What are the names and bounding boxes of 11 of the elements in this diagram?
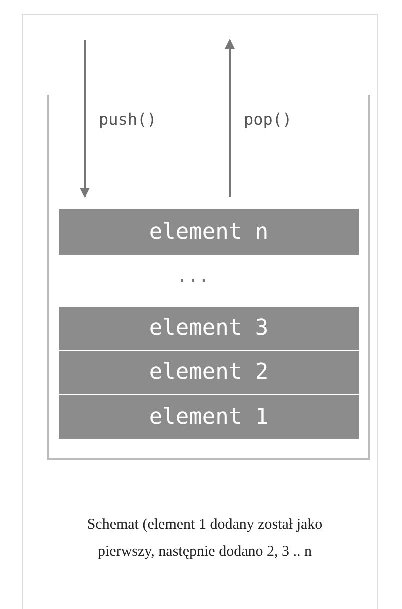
stack-element: element n: [59, 209, 359, 255]
ellipsis-text: ...: [177, 266, 210, 287]
stack-element: element 3: [59, 307, 359, 350]
arrow: [80, 40, 90, 198]
arrow: [225, 39, 235, 197]
edge-label: push(): [99, 110, 157, 129]
caption: Schemat (element 1 dodany został jako pierwszy, następnie dodano 2, 3 .. n: [86, 516, 324, 562]
edge-label: pop(): [244, 110, 292, 129]
stack-element: element 2: [59, 351, 359, 394]
stack-element: element 1: [59, 395, 359, 439]
stack-container: [47, 95, 370, 460]
